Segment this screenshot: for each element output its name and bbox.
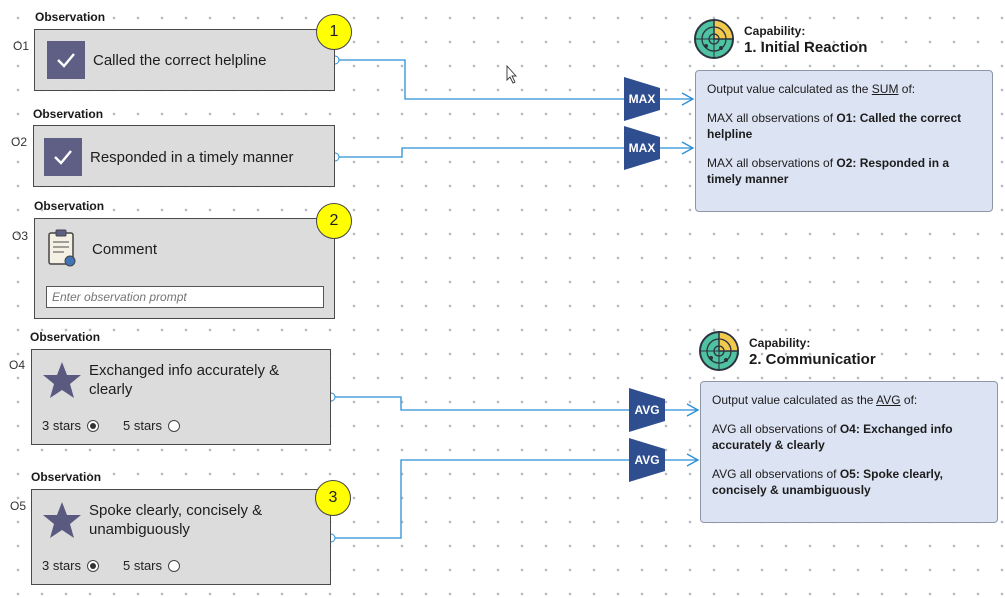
output-line: AVG all observations of O5: Spoke clearl…: [712, 467, 944, 497]
title-line-1: Spoke clearly, concisely &: [89, 502, 263, 519]
arrow-head: [681, 141, 695, 155]
capability-label: Capability:: [744, 24, 806, 38]
wire-o2: [335, 147, 692, 158]
aggregator-avg-2[interactable]: AVG: [629, 438, 665, 482]
observation-header: Observation: [34, 199, 105, 213]
radio-selected[interactable]: [87, 559, 100, 572]
option-label: 5 stars: [123, 558, 163, 573]
clipboard-icon: [48, 229, 76, 267]
observation-header: Observation: [30, 330, 101, 344]
arrow-head: [681, 92, 695, 106]
output-intro: Output value calculated as the AVG of:: [712, 393, 918, 407]
rating-option-3-stars[interactable]: 3 stars: [42, 558, 100, 573]
observation-card-o5[interactable]: Spoke clearly, concisely & unambiguously…: [31, 489, 331, 585]
arrow-head: [686, 403, 700, 417]
observation-prompt-input[interactable]: [46, 286, 324, 308]
capability-output-box-1: Output value calculated as the SUM of: M…: [695, 70, 993, 212]
observation-title: Spoke clearly, concisely & unambiguously: [89, 501, 262, 539]
observation-card-o1[interactable]: Called the correct helpline: [34, 29, 335, 91]
observation-card-o4[interactable]: Exchanged info accurately & clearly 3 st…: [31, 349, 331, 445]
radio-selected[interactable]: [87, 419, 100, 432]
observation-header: Observation: [35, 10, 106, 24]
svg-text:MAX: MAX: [629, 92, 656, 106]
rating-option-5-stars[interactable]: 5 stars: [123, 558, 181, 573]
star-icon: [43, 502, 81, 538]
aggregator-avg-1[interactable]: AVG: [629, 388, 665, 432]
output-line: AVG all observations of O4: Exchanged in…: [712, 422, 953, 452]
rating-option-3-stars[interactable]: 3 stars: [42, 418, 100, 433]
observation-title: Exchanged info accurately & clearly: [89, 361, 279, 399]
callout-badge-3: 3: [315, 480, 351, 516]
title-line-2: clearly: [89, 381, 133, 398]
observation-card-o3[interactable]: Comment: [34, 218, 335, 319]
observation-header: Observation: [31, 470, 102, 484]
svg-text:AVG: AVG: [634, 453, 659, 467]
observation-card-o2[interactable]: Responded in a timely manner: [33, 125, 335, 187]
mouse-cursor-icon: [506, 64, 518, 84]
check-icon: [57, 53, 75, 68]
callout-badge-1: 1: [316, 14, 352, 50]
checkbox-checked[interactable]: [47, 41, 85, 79]
observation-id: O2: [11, 135, 28, 149]
callout-badge-2: 2: [316, 203, 352, 239]
radio-unselected[interactable]: [168, 419, 181, 432]
capability-output-box-2: Output value calculated as the AVG of: A…: [700, 381, 998, 523]
observation-title: Comment: [92, 241, 158, 258]
title-line-2: unambiguously: [89, 521, 190, 538]
svg-text:MAX: MAX: [629, 141, 656, 155]
observation-header: Observation: [33, 107, 104, 121]
wire-o4: [331, 396, 697, 411]
arrow-head: [686, 453, 700, 467]
output-line: MAX all observations of O2: Responded in…: [707, 156, 950, 186]
radar-icon: [694, 19, 734, 59]
rating-option-5-stars[interactable]: 5 stars: [123, 418, 181, 433]
radio-unselected[interactable]: [168, 559, 181, 572]
capability-label: Capability:: [749, 336, 811, 350]
aggregator-max-2[interactable]: MAX: [624, 126, 660, 170]
check-icon: [54, 150, 72, 165]
radar-icon: [699, 331, 739, 371]
aggregator-max-1[interactable]: MAX: [624, 77, 660, 121]
observation-id: O1: [13, 39, 30, 53]
output-intro: Output value calculated as the SUM of:: [707, 82, 916, 96]
option-label: 5 stars: [123, 418, 163, 433]
wire-o1: [335, 59, 692, 100]
capability-name: 1. Initial Reaction: [744, 39, 868, 56]
svg-text:AVG: AVG: [634, 403, 659, 417]
star-icon: [43, 362, 81, 398]
observation-id: O4: [9, 358, 26, 372]
title-line-1: Exchanged info accurately &: [89, 362, 280, 379]
option-label: 3 stars: [42, 558, 82, 573]
observation-id: O3: [12, 229, 29, 243]
checkbox-checked[interactable]: [44, 138, 82, 176]
option-label: 3 stars: [42, 418, 82, 433]
capability-name: 2. Communicatior: [749, 351, 876, 368]
wire-o5: [331, 459, 697, 539]
observation-title: Called the correct helpline: [93, 52, 267, 69]
observation-id: O5: [10, 499, 27, 513]
observation-title: Responded in a timely manner: [90, 149, 294, 166]
output-line: MAX all observations of O1: Called the c…: [707, 111, 962, 141]
